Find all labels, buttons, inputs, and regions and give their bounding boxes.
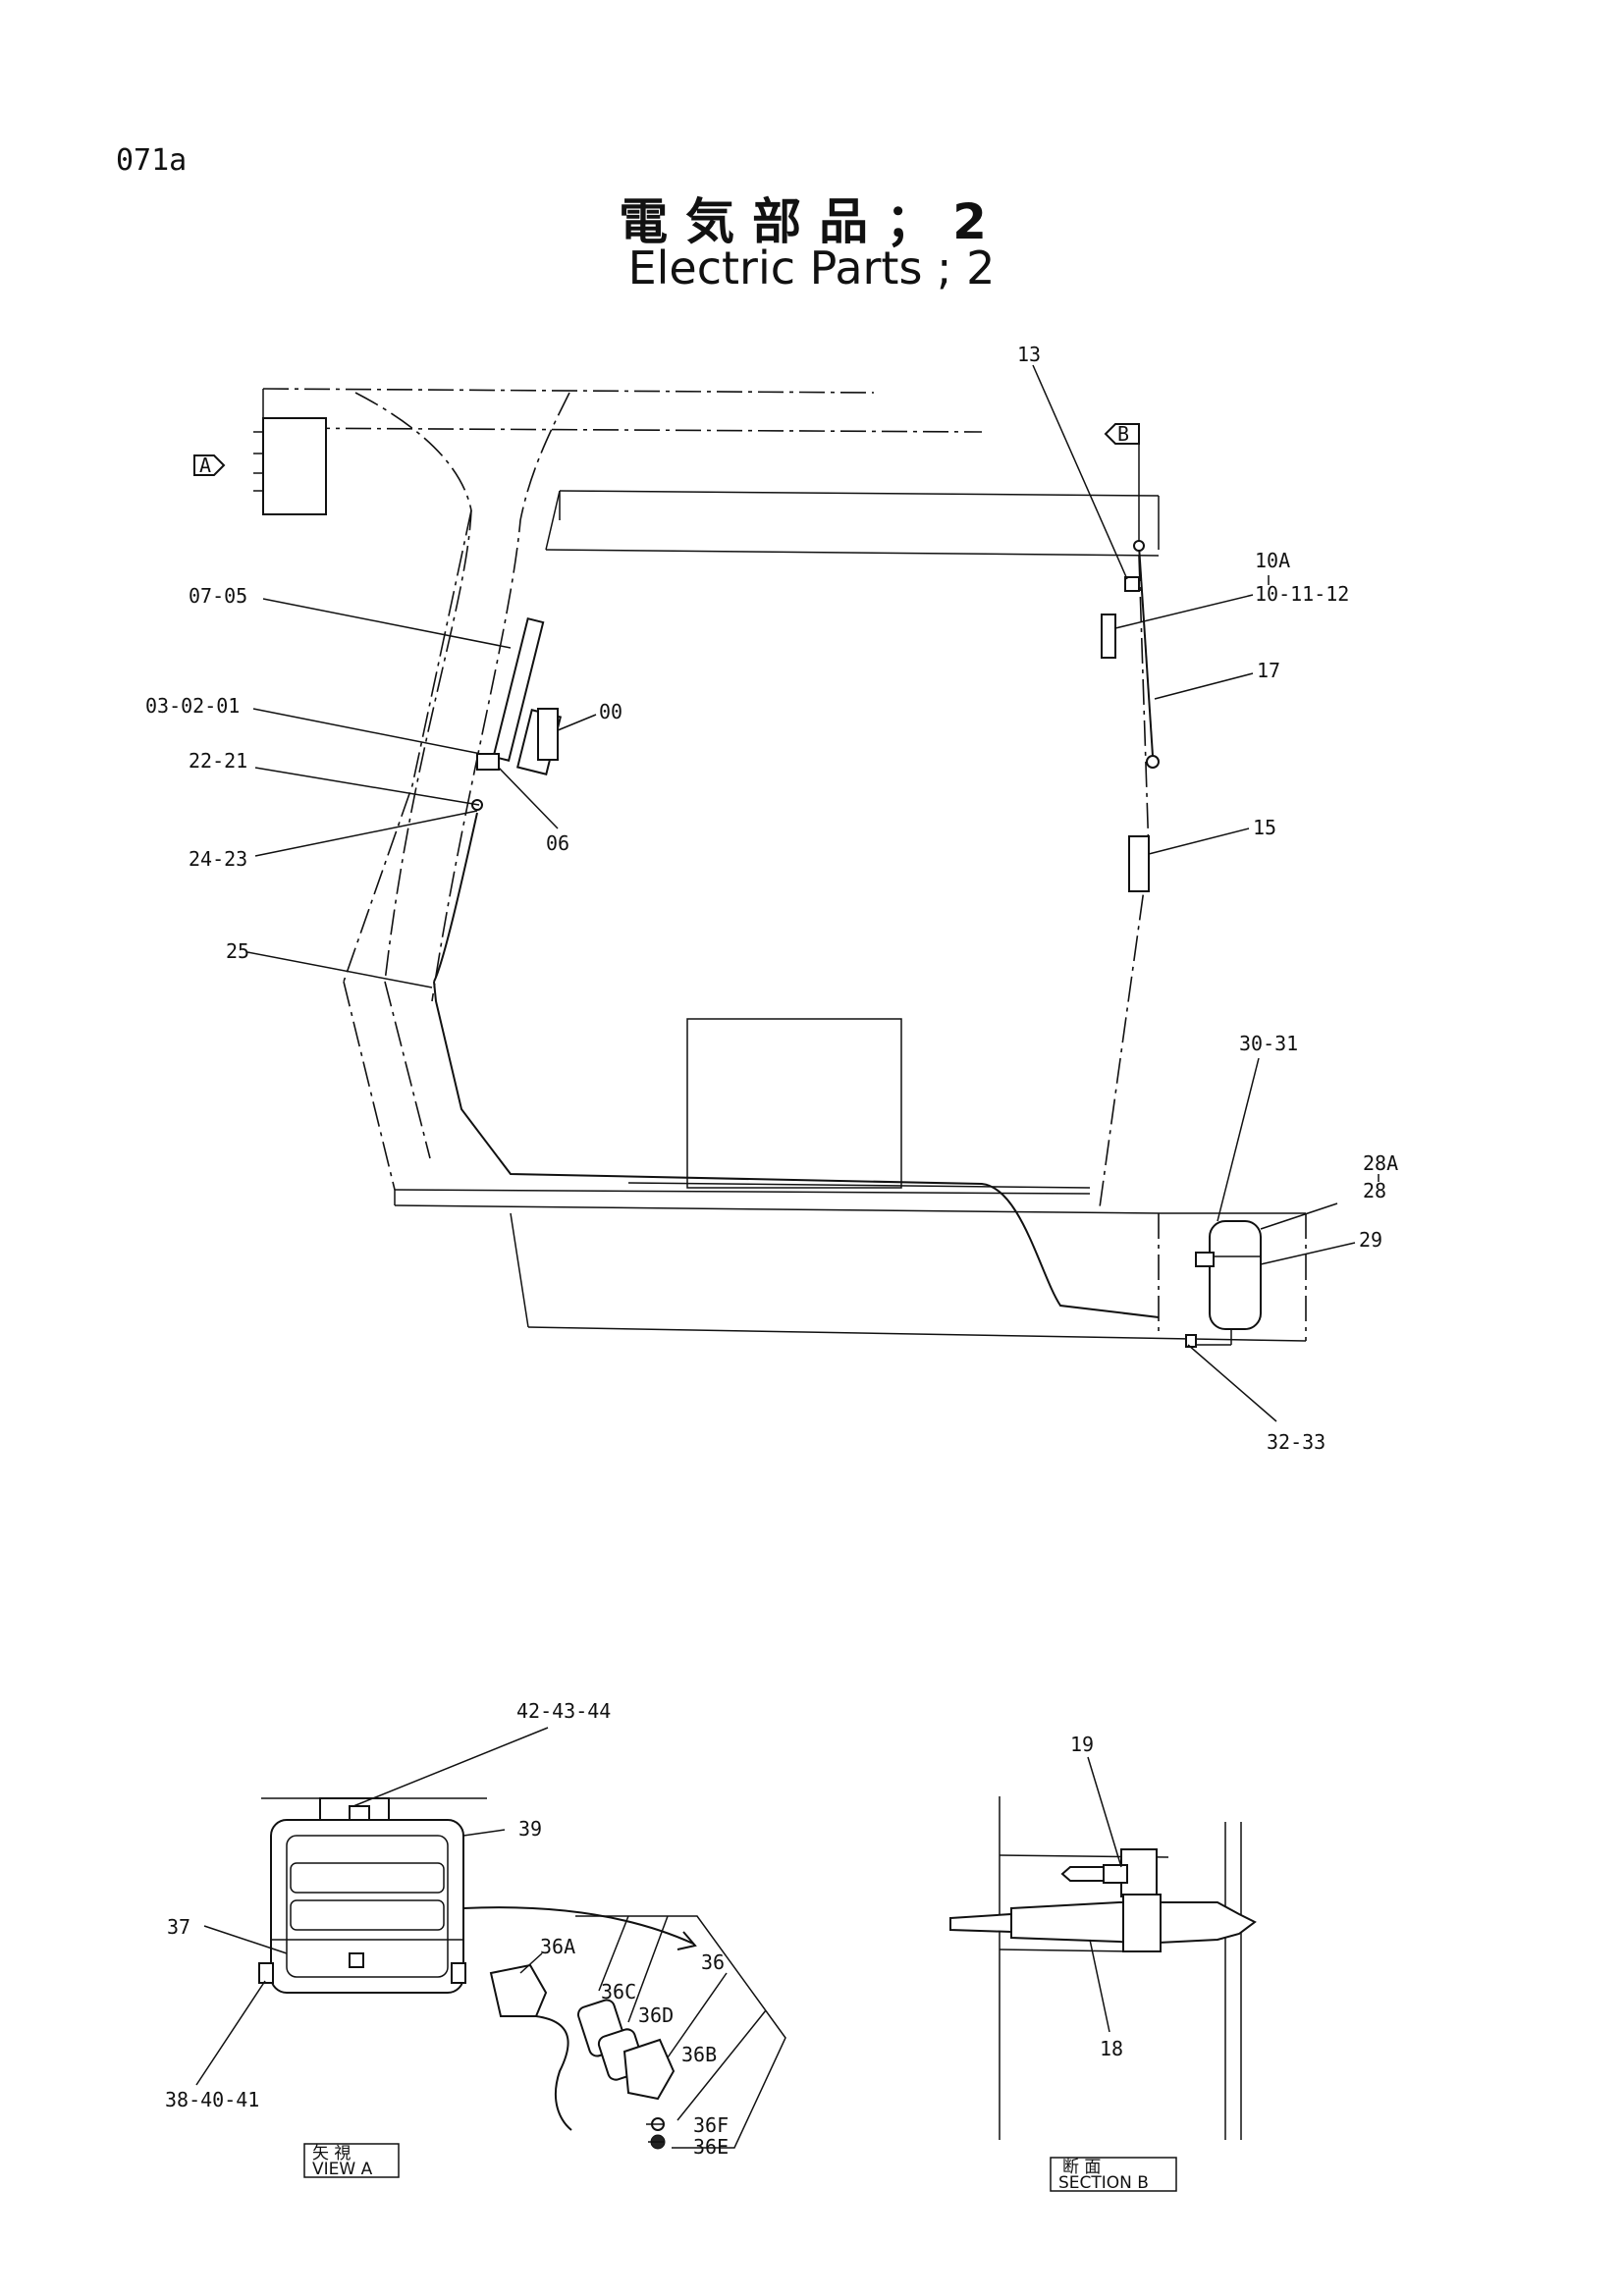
view-a-drawing	[195, 1727, 786, 2150]
callout-28a: 28A	[1363, 1151, 1398, 1175]
callout-06: 06	[546, 831, 569, 855]
callout-36f: 36F	[693, 2113, 729, 2137]
section-b-tag: 断 面 SECTION B	[1050, 2157, 1177, 2193]
callout-36b: 36B	[681, 2043, 717, 2066]
wiper-assembly	[433, 616, 1160, 1318]
title-japanese: 電気部品；2	[619, 193, 1004, 250]
callout-36a: 36A	[540, 1935, 575, 1958]
callout-42-43-44: 42-43-44	[516, 1699, 611, 1723]
callout-30-31: 30-31	[1239, 1032, 1298, 1055]
right-side-parts	[1101, 540, 1160, 892]
callout-36e: 36E	[693, 2135, 729, 2159]
callout-labels-section-b: 19 18	[1070, 1733, 1123, 2060]
svg-text:断 面: 断 面	[1062, 2158, 1101, 2177]
svg-text:VIEW A: VIEW A	[312, 2160, 373, 2179]
callout-labels-view-a: 42-43-44 39 37 38-40-41 36 36A 36C 36D 3…	[165, 1699, 729, 2159]
callout-17: 17	[1257, 659, 1280, 682]
page-number: 071a	[116, 143, 188, 178]
leader-lines-main	[246, 364, 1356, 1422]
view-marker-b: B	[1104, 422, 1140, 550]
callout-22-21: 22-21	[189, 749, 247, 773]
svg-text:SECTION B: SECTION B	[1058, 2173, 1149, 2193]
callout-18: 18	[1100, 2037, 1123, 2060]
washer-tank	[1185, 1220, 1262, 1348]
callout-24-23: 24-23	[189, 847, 247, 871]
callout-36c: 36C	[601, 1980, 636, 2003]
callout-07-05: 07-05	[189, 584, 247, 608]
callout-13: 13	[1017, 343, 1041, 366]
view-a-tag: 矢 視 VIEW A	[303, 2143, 400, 2179]
svg-text:A: A	[199, 454, 211, 477]
callout-10-11-12: 10-11-12	[1255, 582, 1349, 606]
callout-15: 15	[1253, 816, 1276, 839]
callout-10a: 10A	[1255, 549, 1290, 572]
callout-25: 25	[226, 939, 249, 963]
callout-29: 29	[1359, 1228, 1382, 1252]
callout-00: 00	[599, 700, 622, 723]
callout-36: 36	[701, 1950, 725, 1974]
callout-39: 39	[518, 1817, 542, 1841]
svg-text:矢 視: 矢 視	[312, 2144, 351, 2163]
cab-outline	[253, 388, 1307, 1342]
callout-36d: 36D	[638, 2003, 674, 2027]
svg-text:B: B	[1117, 422, 1129, 446]
section-b-drawing	[949, 1756, 1257, 2140]
callout-28: 28	[1363, 1179, 1386, 1202]
view-marker-a: A	[193, 454, 226, 477]
callout-19: 19	[1070, 1733, 1094, 1756]
callout-37: 37	[167, 1915, 190, 1939]
title-english: Electric Parts ; 2	[627, 241, 996, 294]
callout-03-02-01: 03-02-01	[145, 694, 240, 718]
callout-32-33: 32-33	[1267, 1430, 1325, 1454]
callout-labels-main: 07-05 03-02-01 22-21 24-23 25 00 06 13 1…	[145, 343, 1398, 1454]
callout-38-40-41: 38-40-41	[165, 2088, 259, 2111]
